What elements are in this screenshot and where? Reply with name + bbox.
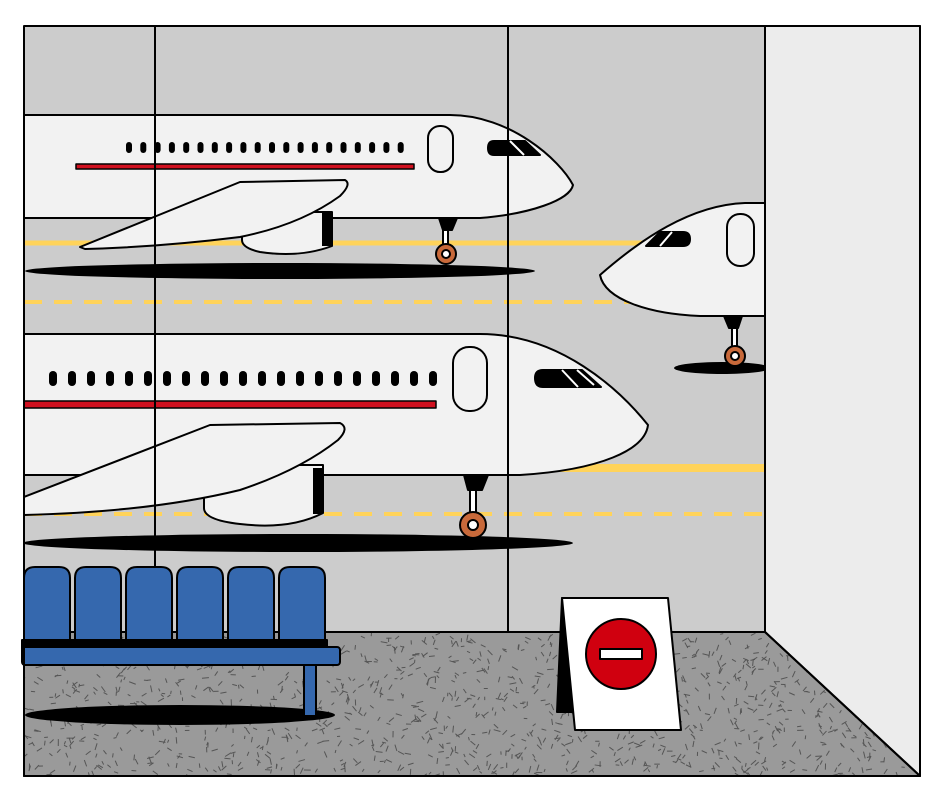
seat (23, 566, 71, 642)
window (429, 371, 437, 386)
window (240, 142, 247, 153)
window (220, 371, 228, 386)
airplane-icon (24, 333, 649, 552)
window (369, 142, 376, 153)
window (297, 142, 304, 153)
waiting-bench-icon (21, 566, 341, 725)
window (163, 371, 171, 386)
window (311, 142, 318, 153)
window (126, 142, 132, 153)
window (254, 142, 261, 153)
frame (23, 25, 921, 777)
window (258, 371, 266, 386)
window (277, 371, 285, 386)
window (340, 142, 347, 153)
window (144, 371, 152, 386)
window (226, 142, 233, 153)
seat (278, 566, 326, 642)
window (106, 371, 114, 386)
window (68, 371, 76, 386)
seat (125, 566, 173, 642)
window (168, 142, 175, 153)
window (397, 142, 404, 153)
window (239, 371, 247, 386)
window (383, 142, 390, 153)
window (182, 371, 190, 386)
window (354, 142, 361, 153)
window (197, 142, 204, 153)
window (154, 142, 161, 153)
window (326, 142, 333, 153)
no-entry-sign-icon (556, 597, 682, 731)
window (183, 142, 190, 153)
window (140, 142, 147, 153)
airplane-icon (24, 114, 574, 279)
airplane-icon (599, 202, 765, 374)
seat (74, 566, 122, 642)
window (315, 371, 323, 386)
window (49, 371, 57, 386)
window (211, 142, 218, 153)
window (353, 371, 361, 386)
window (87, 371, 95, 386)
seat (176, 566, 224, 642)
window (334, 371, 342, 386)
window (269, 142, 275, 153)
window (391, 371, 399, 386)
window (410, 371, 418, 386)
seat (227, 566, 275, 642)
window (201, 371, 209, 386)
window (283, 142, 290, 153)
window (125, 371, 133, 386)
window (296, 371, 304, 386)
window (372, 371, 380, 386)
